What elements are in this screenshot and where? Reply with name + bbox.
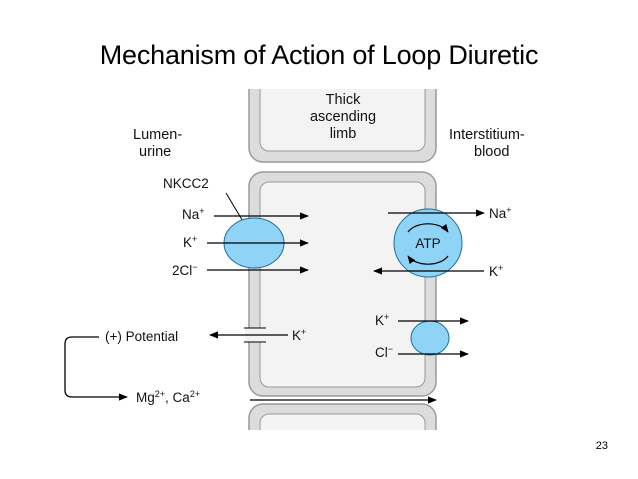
basolateral-na-label: Na+ <box>489 205 512 221</box>
potential-bracket-arrow <box>64 336 128 401</box>
segment-label-line1: Thick <box>326 92 361 108</box>
divalent-cations-label: Mg2+, Ca2+ <box>136 389 200 405</box>
nkcc2-label: NKCC2 <box>163 176 209 191</box>
slide-number: 23 <box>595 440 608 452</box>
epithelial-cell <box>248 171 437 397</box>
atp-cycle-arrow-bottom <box>407 255 449 265</box>
lower-cell <box>248 403 437 430</box>
channel-k-label: K+ <box>375 312 389 328</box>
lumen-label-line1: Lumen- <box>133 127 182 143</box>
segment-label-line3: limb <box>330 126 357 142</box>
slide-title: Mechanism of Action of Loop Diuretic <box>99 40 539 70</box>
basolateral-k-label: K+ <box>489 263 503 279</box>
positive-potential-label: (+) Potential <box>105 329 178 344</box>
interstitium-label-line1: Interstitium- <box>449 127 525 143</box>
apical-k-label: K+ <box>183 234 197 250</box>
channel-cl-label: Cl− <box>375 344 393 360</box>
apical-cl-label: 2Cl− <box>172 262 198 278</box>
atp-cycle-arrow-top <box>407 223 449 233</box>
upper-cell <box>248 89 437 163</box>
segment-label-line2: ascending <box>310 109 376 125</box>
interstitium-label-line2: blood <box>474 144 509 160</box>
apical-na-label: Na+ <box>182 206 205 222</box>
lumen-label-line2: urine <box>139 144 171 160</box>
kcl-channel <box>410 320 450 356</box>
atp-label: ATP <box>415 236 440 251</box>
k-recycling-label: K+ <box>292 327 306 343</box>
